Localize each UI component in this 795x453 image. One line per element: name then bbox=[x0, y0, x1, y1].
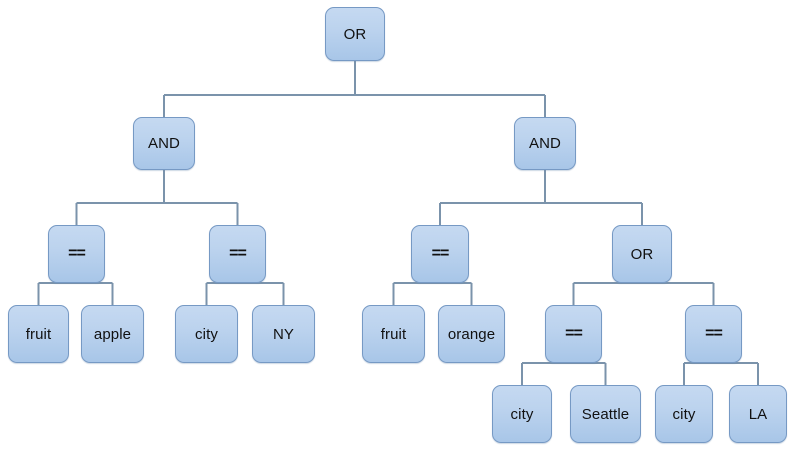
tree-node-label: AND bbox=[529, 135, 561, 152]
tree-node-label: LA bbox=[748, 405, 768, 423]
edge-group-n6 bbox=[572, 282, 715, 305]
tree-node-label: city bbox=[195, 325, 218, 343]
edge-group-n14 bbox=[683, 362, 759, 385]
edge-group-n4 bbox=[205, 282, 285, 305]
tree-node-n4[interactable]: == bbox=[209, 225, 266, 283]
tree-node-n0[interactable]: OR bbox=[325, 7, 385, 61]
tree-node-n9[interactable]: city bbox=[175, 305, 238, 363]
tree-node-label: OR bbox=[630, 245, 654, 263]
tree-node-n3[interactable]: == bbox=[48, 225, 105, 283]
tree-node-n7[interactable]: fruit bbox=[8, 305, 69, 363]
tree-node-label: == bbox=[705, 325, 723, 342]
tree-node-n12[interactable]: orange bbox=[438, 305, 505, 363]
edge-group-n0 bbox=[163, 61, 546, 117]
tree-node-label: OR bbox=[343, 25, 367, 43]
tree-node-label: fruit bbox=[380, 325, 407, 343]
tree-node-n1[interactable]: AND bbox=[133, 117, 195, 170]
tree-node-label: == bbox=[68, 245, 86, 262]
tree-node-n17[interactable]: city bbox=[655, 385, 713, 443]
tree-node-label: orange bbox=[447, 325, 496, 343]
tree-node-n6[interactable]: OR bbox=[612, 225, 672, 283]
tree-node-label: city bbox=[510, 405, 534, 423]
tree-node-label: == bbox=[565, 325, 583, 342]
tree-node-label: AND bbox=[148, 135, 180, 152]
tree-node-label: NY bbox=[272, 325, 295, 343]
tree-node-n16[interactable]: Seattle bbox=[570, 385, 641, 443]
tree-node-label: == bbox=[431, 245, 450, 262]
tree-node-label: city bbox=[672, 405, 696, 423]
edge-group-n2 bbox=[439, 170, 643, 225]
tree-node-n5[interactable]: == bbox=[411, 225, 469, 283]
tree-node-label: Seattle bbox=[581, 405, 630, 423]
tree-node-n15[interactable]: city bbox=[492, 385, 552, 443]
tree-node-n13[interactable]: == bbox=[545, 305, 602, 363]
edge-group-n1 bbox=[75, 170, 239, 225]
tree-node-n2[interactable]: AND bbox=[514, 117, 576, 170]
tree-node-n10[interactable]: NY bbox=[252, 305, 315, 363]
tree-node-n8[interactable]: apple bbox=[81, 305, 144, 363]
tree-node-n14[interactable]: == bbox=[685, 305, 742, 363]
edge-group-n3 bbox=[37, 282, 114, 305]
tree-node-n11[interactable]: fruit bbox=[362, 305, 425, 363]
tree-node-label: fruit bbox=[25, 325, 52, 343]
edge-group-n5 bbox=[392, 282, 473, 305]
tree-node-label: apple bbox=[93, 325, 132, 343]
tree-node-label: == bbox=[229, 245, 247, 262]
edge-group-n13 bbox=[521, 362, 607, 385]
tree-node-n18[interactable]: LA bbox=[729, 385, 787, 443]
